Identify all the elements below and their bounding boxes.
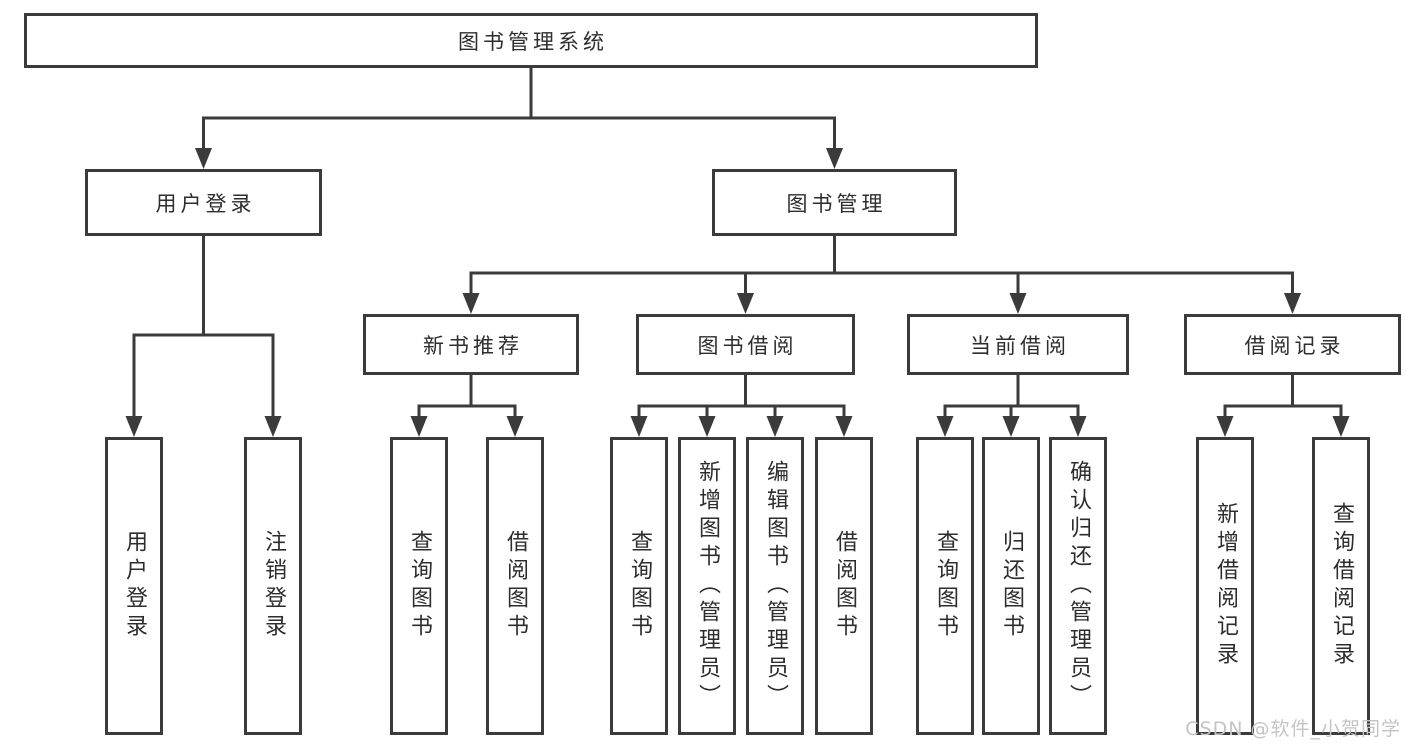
leaf-borrow-books: 借阅图书 xyxy=(815,437,873,735)
node-user-login: 用户登录 xyxy=(85,169,322,236)
leaf-logout: 注销登录 xyxy=(244,437,302,735)
leaf-borrow-books-recommend-label: 借阅图书 xyxy=(503,530,528,642)
leaf-confirm-return-admin-label: 确认归还（管理员） xyxy=(1066,460,1091,712)
leaf-query-books-recommend-label: 查询图书 xyxy=(407,530,432,642)
leaf-query-borrow-record-label: 查询借阅记录 xyxy=(1329,502,1354,670)
leaf-query-books-recommend: 查询图书 xyxy=(390,437,448,735)
leaf-user-login: 用户登录 xyxy=(105,437,163,735)
leaf-confirm-return-admin: 确认归还（管理员） xyxy=(1049,437,1107,735)
node-current-borrow: 当前借阅 xyxy=(907,314,1129,375)
leaf-borrow-books-label: 借阅图书 xyxy=(832,530,857,642)
leaf-edit-book-admin-label: 编辑图书（管理员） xyxy=(763,460,788,712)
node-borrow-records-label: 借阅记录 xyxy=(1244,333,1345,358)
node-new-book-recommend-label: 新书推荐 xyxy=(423,333,523,358)
watermark: CSDN @软件_小贺同学 xyxy=(1185,718,1401,740)
leaf-query-borrow-record: 查询借阅记录 xyxy=(1312,437,1370,735)
node-root-label: 图书管理系统 xyxy=(458,29,608,54)
leaf-return-book: 归还图书 xyxy=(982,437,1040,735)
node-root: 图书管理系统 xyxy=(24,13,1038,68)
leaf-logout-label: 注销登录 xyxy=(261,530,286,642)
node-book-management-label: 图书管理 xyxy=(786,191,887,216)
leaf-user-login-label: 用户登录 xyxy=(122,530,147,642)
leaf-add-book-admin-label: 新增图书（管理员） xyxy=(695,460,720,712)
node-current-borrow-label: 当前借阅 xyxy=(970,333,1070,358)
leaf-add-borrow-record: 新增借阅记录 xyxy=(1196,437,1254,735)
leaf-return-book-label: 归还图书 xyxy=(999,530,1024,642)
node-book-borrow: 图书借阅 xyxy=(636,314,855,375)
leaf-query-books-current-label: 查询图书 xyxy=(933,530,958,642)
node-new-book-recommend: 新书推荐 xyxy=(363,314,579,375)
leaf-borrow-books-recommend: 借阅图书 xyxy=(486,437,544,735)
node-user-login-label: 用户登录 xyxy=(155,191,256,216)
node-book-borrow-label: 图书借阅 xyxy=(697,333,798,358)
leaf-add-book-admin: 新增图书（管理员） xyxy=(678,437,736,735)
leaf-edit-book-admin: 编辑图书（管理员） xyxy=(746,437,804,735)
leaf-add-borrow-record-label: 新增借阅记录 xyxy=(1213,502,1238,670)
node-borrow-records: 借阅记录 xyxy=(1184,314,1401,375)
leaf-query-books-current: 查询图书 xyxy=(916,437,974,735)
leaf-query-books-borrow: 查询图书 xyxy=(610,437,668,735)
leaf-query-books-borrow-label: 查询图书 xyxy=(627,530,652,642)
node-book-management: 图书管理 xyxy=(712,169,957,236)
